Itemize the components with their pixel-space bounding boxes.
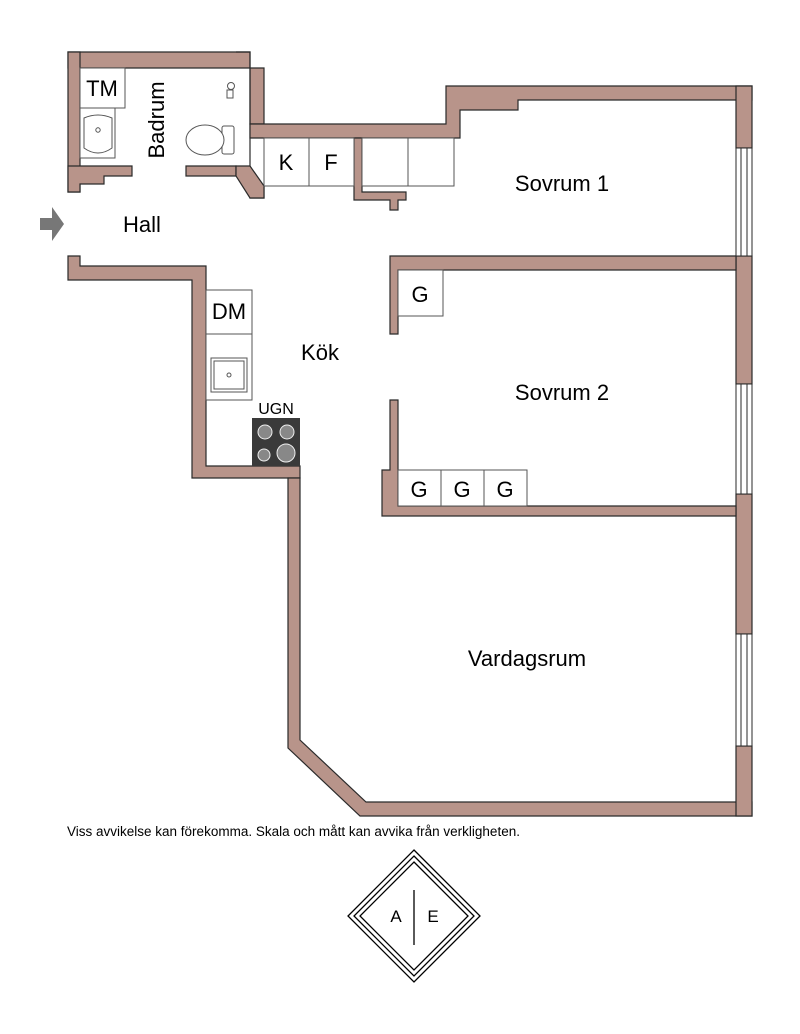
cabinet-2 xyxy=(407,137,455,187)
wall-bathroom-bottom-right xyxy=(185,165,237,177)
fixture-k: K xyxy=(279,150,294,175)
window-vardagsrum xyxy=(735,633,753,747)
room-badrum: Badrum xyxy=(144,81,169,158)
room-vardagsrum: Vardagsrum xyxy=(468,646,586,671)
room-kok: Kök xyxy=(301,340,340,365)
disclaimer-text: Viss avvikelse kan förekomma. Skala och … xyxy=(67,824,520,839)
wall-top-kitchen xyxy=(249,85,753,139)
room-sovrum1: Sovrum 1 xyxy=(515,171,609,196)
wall-right-1 xyxy=(735,85,753,149)
g-box-3 xyxy=(483,469,528,507)
wall-right-4 xyxy=(735,745,753,817)
windows xyxy=(735,147,753,747)
window-sovrum2 xyxy=(735,383,753,495)
fixture-g-2: G xyxy=(453,477,470,502)
stove-icon xyxy=(252,418,300,466)
fixture-ugn: UGN xyxy=(258,401,294,418)
wall-right-3 xyxy=(735,493,753,635)
logo-letter-e: E xyxy=(427,907,438,926)
window-sovrum1 xyxy=(735,147,753,257)
fixture-g-bed2: G xyxy=(411,282,428,307)
fixtures xyxy=(79,67,528,507)
g-box-1 xyxy=(397,469,442,507)
fixture-dm: DM xyxy=(212,299,246,324)
cabinet-1 xyxy=(361,137,409,187)
room-sovrum2: Sovrum 2 xyxy=(515,380,609,405)
room-hall: Hall xyxy=(123,212,161,237)
wall-right-2 xyxy=(735,255,753,385)
fixture-f: F xyxy=(324,150,337,175)
wall-bathroom-diag xyxy=(235,165,265,199)
k-box xyxy=(263,137,310,187)
shower-icon xyxy=(226,82,235,99)
entrance-arrow-icon xyxy=(40,207,64,241)
tm-box xyxy=(79,67,126,109)
wall-bed2-living xyxy=(381,399,737,517)
sink-icon xyxy=(210,357,248,393)
fixture-tm: TM xyxy=(86,76,118,101)
g-box-2 xyxy=(440,469,485,507)
fixture-g-1: G xyxy=(410,477,427,502)
wall-bathroom-bottom-left xyxy=(67,165,133,193)
logo-letter-a: A xyxy=(390,907,402,926)
washbasin-icon xyxy=(79,107,116,159)
g-box-bed2 xyxy=(397,269,444,317)
dm-box xyxy=(205,289,253,335)
fixture-g-3: G xyxy=(496,477,513,502)
f-box xyxy=(308,137,355,187)
toilet-icon xyxy=(185,124,235,156)
agency-logo xyxy=(347,849,481,983)
